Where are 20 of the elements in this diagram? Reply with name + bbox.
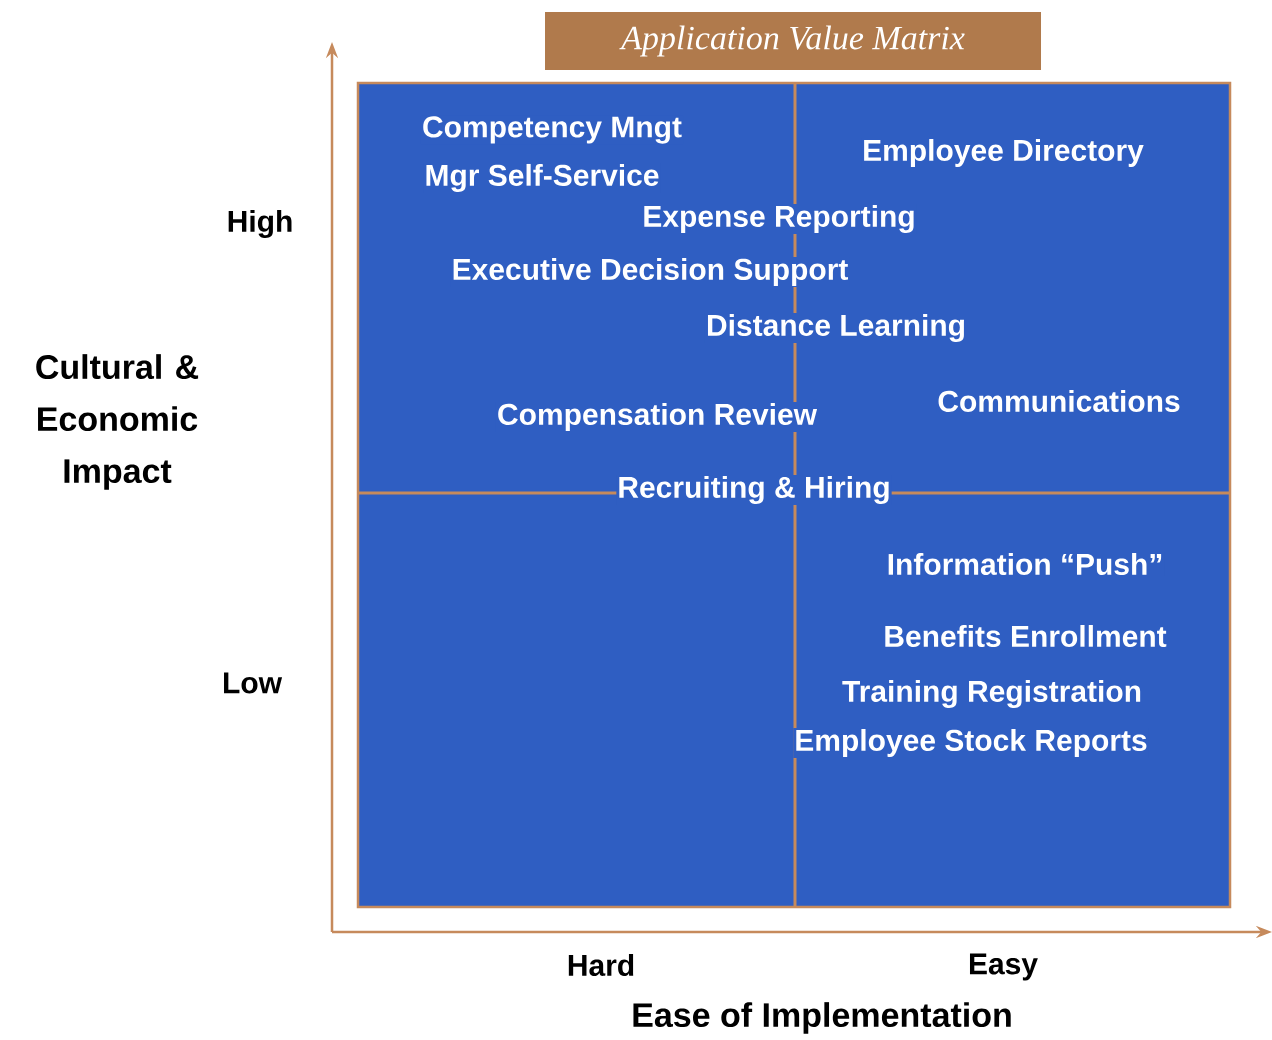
axis-tick-label: High [228,209,292,239]
axis-title: Ease of Implementation [633,1002,1011,1034]
matrix-item: Training Registration [841,678,1143,710]
axis-title: Cultural & Economic Impact [36,354,199,490]
axis-tick-label: Low [224,672,283,694]
matrix-item: Communications [936,389,1182,413]
matrix-item: Recruiting & Hiring [616,474,892,506]
title-box: Application Value Matrix [545,12,1041,70]
matrix-item: Employee Directory [861,138,1145,168]
matrix-item: Competency Mngt [421,115,683,145]
matrix-item: Mgr Self-Service [423,162,661,194]
matrix-item: Compensation Review [495,402,819,432]
matrix-item: Benefits Enrollment [882,624,1168,648]
axis-tick-label: Hard [568,954,634,976]
axis-tick-label: Easy [970,953,1038,981]
matrix-item: Expense Reporting [641,203,917,235]
matrix-item: Executive Decision Support [450,257,850,287]
matrix-item: Employee Stock Reports [793,728,1149,758]
matrix-item: Information “Push” [885,552,1165,576]
matrix-item: Distance Learning [704,312,968,344]
